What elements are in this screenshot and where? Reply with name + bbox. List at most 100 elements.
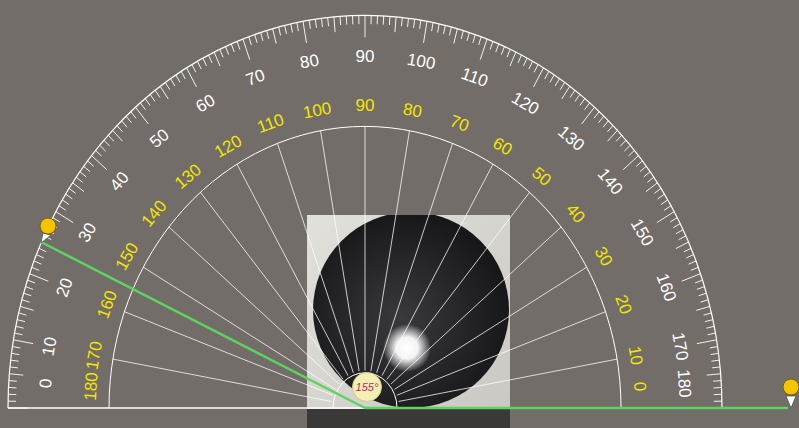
pin-tip [41, 233, 51, 243]
degree-tick [599, 116, 604, 123]
degree-tick [150, 94, 155, 101]
pin [40, 218, 56, 243]
degree-tick [708, 333, 716, 335]
degree-tick [607, 126, 613, 132]
outer-scale-number: 70 [244, 66, 268, 88]
inner-scale-number: 90 [356, 97, 375, 114]
degree-tick [100, 145, 106, 151]
outer-scale-number: 160 [653, 271, 679, 303]
droplet-photo [307, 215, 510, 428]
degree-tick [27, 280, 35, 283]
degree-tick [126, 116, 131, 123]
degree-tick [608, 130, 618, 141]
degree-tick [22, 300, 30, 302]
angle-line [41, 242, 365, 408]
degree-tick [523, 58, 527, 66]
degree-tick [340, 16, 342, 25]
degree-tick [39, 248, 46, 252]
degree-tick [518, 55, 522, 63]
degree-tick [480, 39, 487, 60]
degree-tick [684, 248, 691, 252]
pin [783, 379, 799, 408]
outer-scale-number: 180 [675, 369, 694, 398]
degree-tick [594, 112, 599, 119]
degree-tick [12, 347, 20, 348]
degree-tick [407, 18, 409, 27]
radial-line [200, 192, 343, 379]
degree-tick [108, 135, 114, 141]
degree-tick [575, 94, 580, 101]
degree-tick [473, 35, 475, 43]
inner-scale-number: 20 [612, 293, 634, 317]
degree-tick [624, 145, 630, 151]
degree-tick [66, 194, 73, 199]
degree-tick [25, 287, 33, 290]
degree-tick [297, 23, 299, 32]
degree-tick [17, 320, 25, 322]
degree-tick [616, 135, 622, 141]
degree-tick [8, 394, 16, 395]
radial-line [365, 126, 366, 370]
degree-tick [365, 15, 366, 37]
degree-tick [490, 41, 493, 49]
degree-tick [92, 156, 107, 170]
inner-scale-number: 70 [447, 113, 471, 135]
degree-tick [658, 194, 665, 199]
degree-tick [507, 49, 510, 57]
degree-tick [623, 156, 638, 170]
inner-scale-number: 100 [302, 99, 333, 121]
degree-tick [679, 236, 686, 240]
degree-tick [467, 32, 469, 40]
degree-tick [321, 18, 323, 27]
degree-tick [160, 86, 168, 99]
inner-scale-number: 80 [402, 100, 424, 120]
degree-tick [714, 394, 722, 395]
degree-tick [76, 177, 82, 182]
degree-tick [371, 15, 372, 24]
degree-tick [32, 267, 39, 270]
degree-tick [700, 300, 708, 302]
degree-tick [689, 261, 696, 264]
degree-tick [255, 35, 257, 43]
inner-scale-number: 110 [255, 111, 286, 136]
degree-tick [560, 82, 564, 89]
degree-tick [395, 17, 396, 32]
radial-line [377, 143, 453, 372]
degree-tick [620, 140, 626, 146]
degree-tick [454, 29, 458, 44]
degree-tick [69, 188, 76, 193]
degree-tick [62, 200, 69, 205]
inner-scale-number: 140 [139, 197, 170, 230]
degree-tick [171, 79, 175, 86]
outer-scale-number: 170 [669, 331, 691, 362]
degree-tick [291, 24, 293, 33]
degree-tick [570, 90, 575, 97]
degree-tick [580, 99, 585, 106]
degree-tick [710, 347, 718, 348]
degree-tick [165, 82, 169, 89]
inner-scale-number: 130 [172, 161, 205, 192]
degree-tick [145, 99, 150, 106]
degree-tick [496, 44, 499, 52]
degree-tick [550, 75, 554, 82]
degree-tick [628, 150, 634, 156]
outer-scale-number: 80 [299, 51, 321, 71]
inner-scale-number: 150 [113, 240, 142, 273]
degree-tick [181, 71, 185, 79]
degree-tick [654, 188, 661, 193]
degree-tick [711, 353, 719, 354]
degree-tick [562, 86, 570, 99]
degree-tick [30, 274, 49, 282]
degree-tick [279, 27, 281, 36]
radial-line [398, 359, 617, 401]
degree-tick [15, 333, 23, 335]
degree-tick [479, 37, 482, 45]
radial-line [277, 143, 353, 372]
degree-tick [646, 183, 657, 192]
pin-head [783, 379, 799, 395]
pin-tip [786, 396, 796, 408]
degree-tick [104, 140, 110, 146]
degree-tick [214, 52, 220, 66]
degree-tick [36, 255, 43, 258]
